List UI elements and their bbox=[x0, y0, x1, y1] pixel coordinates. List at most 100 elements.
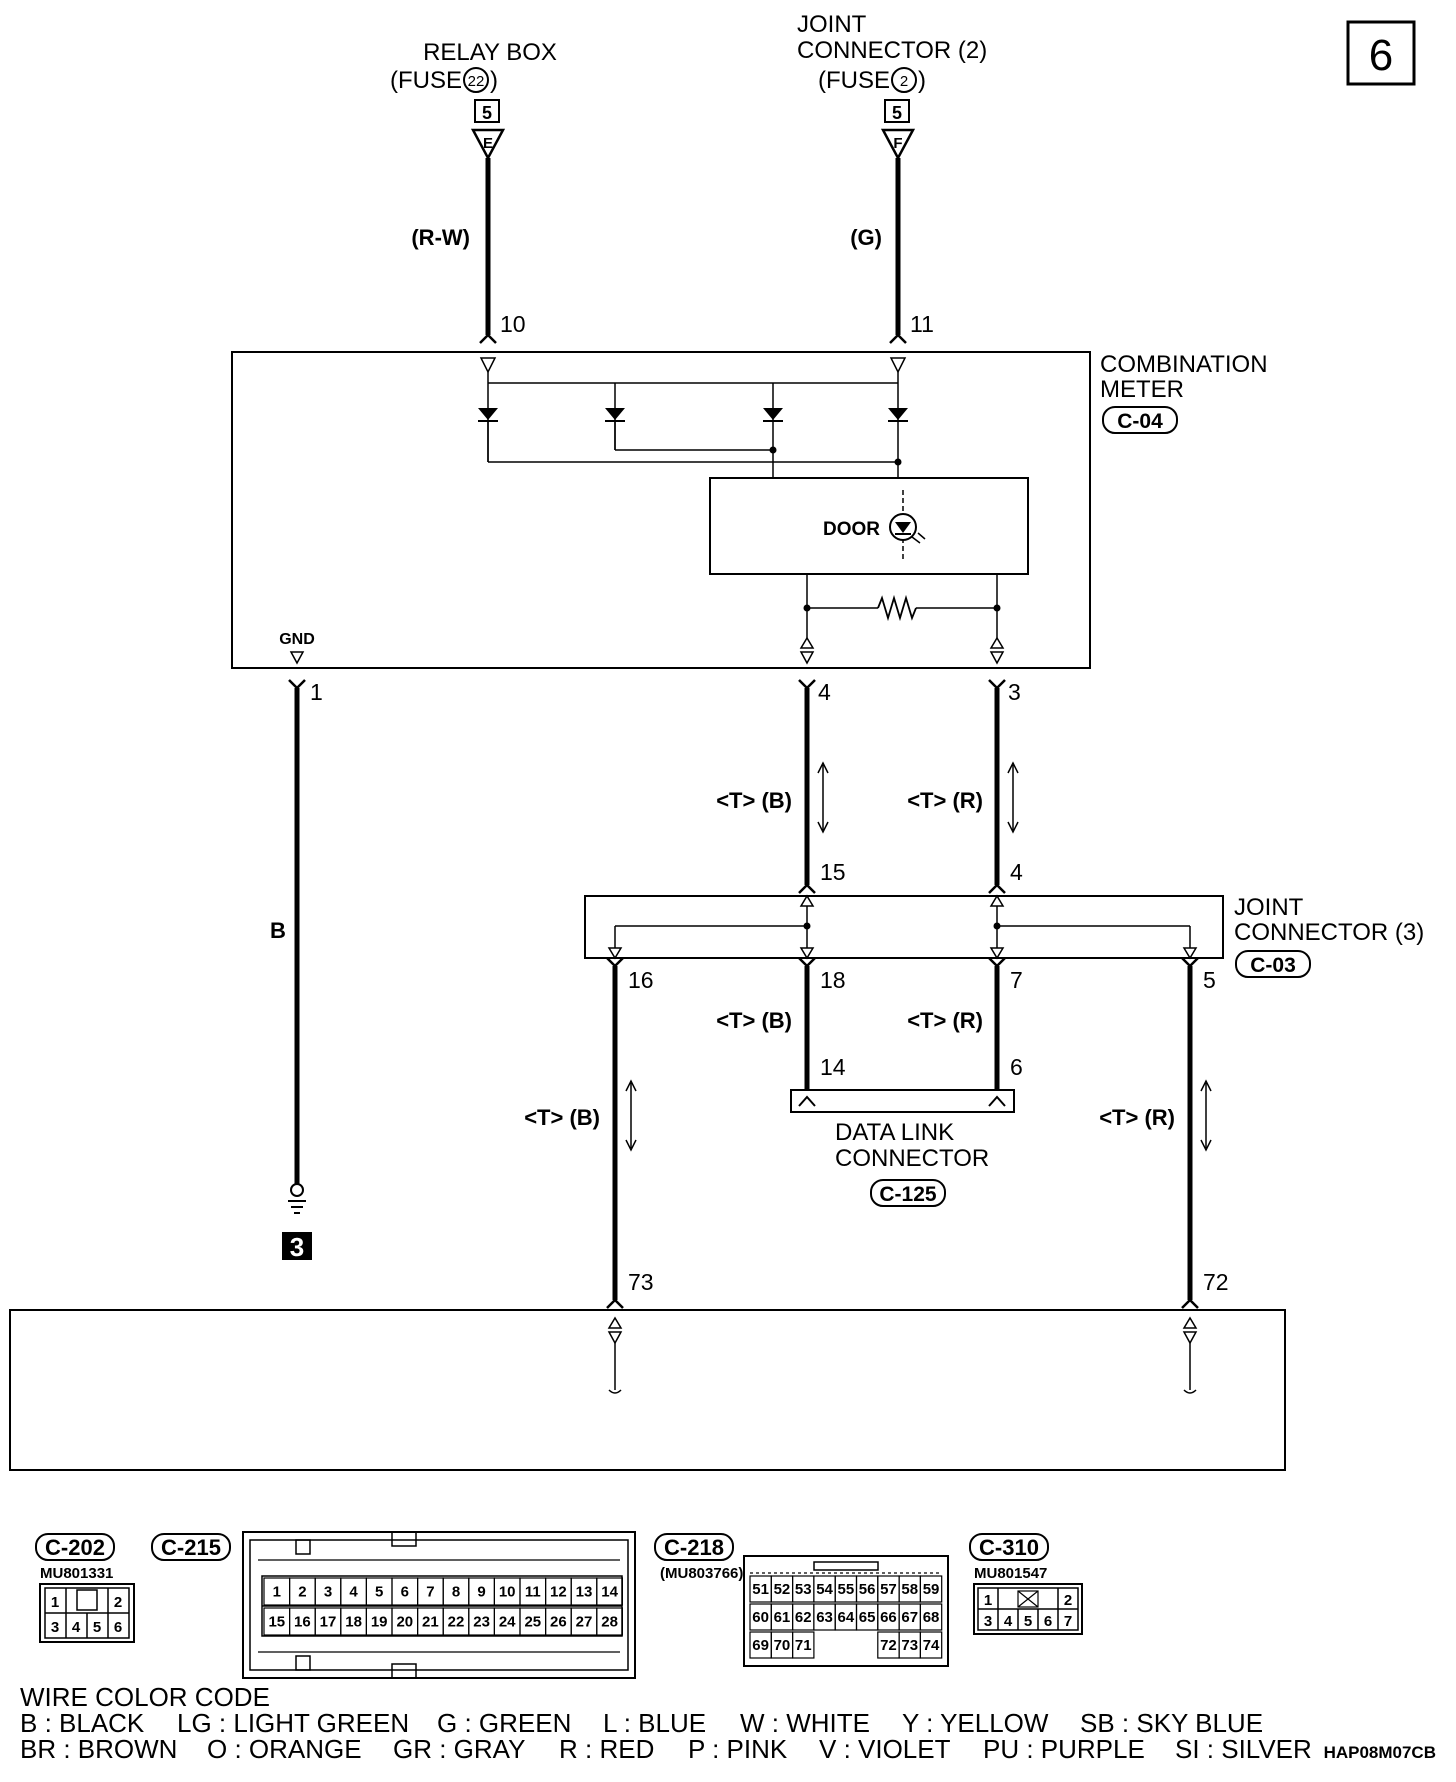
pin-7: 7 bbox=[1010, 967, 1023, 993]
pin-cell: 11 bbox=[525, 1584, 541, 1601]
svg-text:Y : YELLOW: Y : YELLOW bbox=[902, 1708, 1049, 1738]
pin-5: 5 bbox=[1203, 967, 1216, 993]
pin-cell: 70 bbox=[774, 1637, 791, 1654]
gnd-label: GND bbox=[279, 631, 315, 648]
relay-fuse-number: 22 bbox=[468, 73, 485, 90]
fuse-circle bbox=[891, 67, 917, 93]
page-number-box: 6 bbox=[1346, 20, 1416, 86]
svg-text:6: 6 bbox=[1044, 1613, 1052, 1630]
pin-cell: 20 bbox=[396, 1614, 413, 1631]
wire-label-tr-middle: <T> (R) bbox=[907, 1008, 983, 1033]
pin-cell: 28 bbox=[601, 1614, 618, 1631]
svg-text:(FUSE: (FUSE bbox=[818, 67, 890, 94]
pin-cell: 73 bbox=[901, 1637, 918, 1654]
connector-view-c202: C-202 MU801331 1 2 3 4 5 6 bbox=[35, 1533, 135, 1643]
pin-cell: 61 bbox=[774, 1609, 791, 1626]
svg-text:5: 5 bbox=[93, 1619, 101, 1636]
data-link-connector-id: C-125 bbox=[879, 1183, 937, 1206]
wire-color-code: WIRE COLOR CODE B : BLACK LG : LIGHT GRE… bbox=[20, 1682, 1436, 1764]
svg-text:MU801547: MU801547 bbox=[974, 1565, 1047, 1582]
svg-text:G : GREEN: G : GREEN bbox=[437, 1708, 571, 1738]
connector-badge bbox=[870, 1179, 946, 1207]
pin-73: 73 bbox=[628, 1269, 654, 1295]
svg-text:SI : SILVER: SI : SILVER bbox=[1175, 1734, 1312, 1764]
svg-text:O : ORANGE: O : ORANGE bbox=[207, 1734, 362, 1764]
wire-label-tr-lower: <T> (R) bbox=[1099, 1105, 1175, 1130]
svg-text:CONNECTOR (2): CONNECTOR (2) bbox=[797, 37, 987, 64]
joint-connector-2-source: JOINT CONNECTOR (2) (FUSE 2 ) 5 F bbox=[797, 11, 987, 161]
joint-connector-3: JOINT CONNECTOR (3) C-03 bbox=[584, 894, 1424, 978]
wire-color-ground: B bbox=[270, 918, 286, 943]
pin-cell: 55 bbox=[838, 1581, 855, 1598]
joint-connector-2-label: JOINT bbox=[797, 11, 867, 38]
svg-text:BR : BROWN: BR : BROWN bbox=[20, 1734, 177, 1764]
pin-cell: 57 bbox=[880, 1581, 897, 1598]
svg-text:SB : SKY BLUE: SB : SKY BLUE bbox=[1080, 1708, 1263, 1738]
svg-text:CONNECTOR: CONNECTOR bbox=[835, 1145, 989, 1172]
pin-cell: 19 bbox=[371, 1614, 388, 1631]
diode-icon bbox=[478, 408, 498, 422]
pin-cell: 10 bbox=[499, 1584, 516, 1601]
pin-cell: 64 bbox=[838, 1609, 855, 1626]
svg-text:): ) bbox=[918, 67, 926, 94]
connector-triangle-icon bbox=[470, 128, 506, 161]
svg-text:1: 1 bbox=[984, 1592, 992, 1609]
indicator-lamp-icon bbox=[889, 490, 926, 562]
svg-text:METER: METER bbox=[1100, 376, 1184, 403]
pin-cell: 27 bbox=[576, 1614, 593, 1631]
joint-fuse-number: 2 bbox=[900, 73, 908, 90]
diode-icon bbox=[605, 408, 625, 422]
pin-1: 1 bbox=[310, 679, 323, 705]
pin-cell: 59 bbox=[923, 1581, 940, 1598]
pin-cell: 18 bbox=[345, 1614, 362, 1631]
pin-cell: 67 bbox=[901, 1609, 918, 1626]
bidirectional-arrow-icon bbox=[1007, 761, 1019, 834]
pin-18: 18 bbox=[820, 967, 846, 993]
pin-72: 72 bbox=[1203, 1269, 1229, 1295]
svg-text:W : WHITE: W : WHITE bbox=[740, 1708, 870, 1738]
bidirectional-arrow-icon bbox=[817, 761, 829, 834]
pin-cell: 4 bbox=[349, 1584, 358, 1601]
svg-text:V : VIOLET: V : VIOLET bbox=[819, 1734, 951, 1764]
svg-text:C-215: C-215 bbox=[161, 1535, 221, 1560]
pin-cell: 69 bbox=[752, 1637, 769, 1654]
pin-cell: 71 bbox=[795, 1637, 812, 1654]
pin-cell: 65 bbox=[859, 1609, 876, 1626]
bidirectional-arrow-icon bbox=[625, 1079, 637, 1152]
svg-text:7: 7 bbox=[1064, 1613, 1072, 1630]
combination-meter: COMBINATION METER C-04 bbox=[231, 351, 1268, 669]
lower-module bbox=[9, 1309, 1286, 1471]
pin-cell: 25 bbox=[524, 1614, 541, 1631]
svg-text:(MU803766): (MU803766) bbox=[660, 1565, 743, 1582]
wire-color-code-title: WIRE COLOR CODE bbox=[20, 1682, 270, 1712]
pin-11: 11 bbox=[910, 311, 934, 337]
pin-cell: 22 bbox=[448, 1614, 465, 1631]
svg-text:(FUSE: (FUSE bbox=[390, 67, 462, 94]
combination-meter-connector: C-04 bbox=[1117, 410, 1163, 433]
pin-cell: 1 bbox=[273, 1584, 281, 1601]
pin-cell: 16 bbox=[294, 1614, 311, 1631]
pin-cell: 54 bbox=[816, 1581, 833, 1598]
svg-text:): ) bbox=[490, 67, 498, 94]
pin-cell: 72 bbox=[880, 1637, 897, 1654]
door-lamp-label: DOOR bbox=[823, 519, 880, 540]
pin-cell: 2 bbox=[298, 1584, 306, 1601]
svg-text:5: 5 bbox=[1024, 1613, 1032, 1630]
door-lamp-box bbox=[709, 477, 1029, 575]
pin-cell: 52 bbox=[774, 1581, 791, 1598]
data-link-connector-label: DATA LINK bbox=[835, 1119, 954, 1146]
svg-text:L : BLUE: L : BLUE bbox=[603, 1708, 706, 1738]
svg-text:P : PINK: P : PINK bbox=[688, 1734, 788, 1764]
svg-text:CONNECTOR (3): CONNECTOR (3) bbox=[1234, 919, 1424, 946]
resistor-icon bbox=[877, 594, 917, 622]
pin-14: 14 bbox=[820, 1054, 846, 1080]
data-link-connector: DATA LINK CONNECTOR C-125 bbox=[790, 1089, 1015, 1207]
pin-cell: 12 bbox=[550, 1584, 567, 1601]
wire-color-relay: (R-W) bbox=[411, 225, 470, 250]
relay-page-ref: 5 bbox=[482, 103, 492, 123]
fuse-circle bbox=[463, 67, 489, 93]
svg-text:1: 1 bbox=[51, 1594, 59, 1611]
pin-10: 10 bbox=[500, 311, 526, 337]
